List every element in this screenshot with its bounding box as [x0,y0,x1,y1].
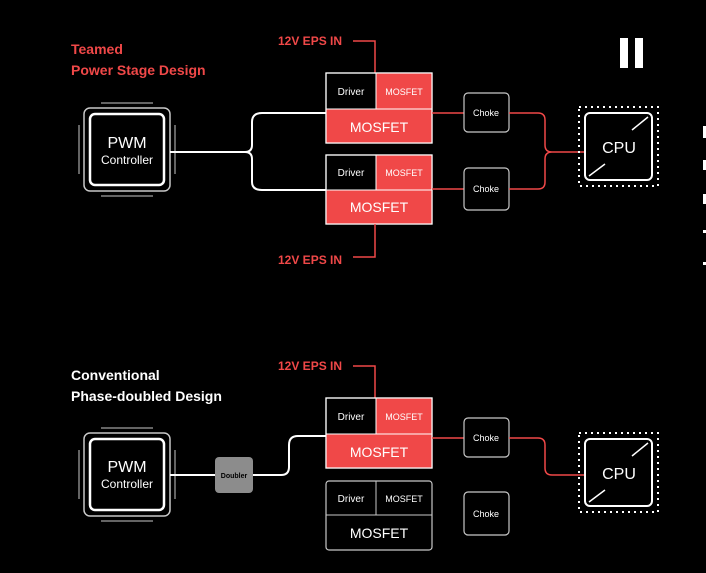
conventional-design: Conventional Phase-doubled Design PWM Co… [71,359,659,551]
cpu-chip: CPU [578,106,659,187]
pwm-to-stages-wire [170,112,326,191]
eps-label-top: 12V EPS IN [278,34,342,48]
choke-1: Choke [463,417,510,458]
power-stage-2: Driver MOSFET MOSFET [325,154,433,225]
controller-label: Controller [101,477,153,491]
power-stage-1: Driver MOSFET MOSFET [325,397,433,469]
driver-label: Driver [338,412,365,423]
cpu-label: CPU [602,140,636,157]
choke-to-cpu-wire [509,437,585,476]
eps-wire-top [353,40,376,73]
eps-label-bottom: 12V EPS IN [278,253,342,267]
doubler-to-stage-wire [253,435,326,476]
mosfet-label: MOSFET [350,119,409,135]
eps-label: 12V EPS IN [278,359,342,373]
teamed-title-line2: Power Stage Design [71,62,206,78]
mosfet-label: MOSFET [350,444,409,460]
mosfet-label: MOSFET [350,525,409,541]
driver-label: Driver [338,168,365,179]
pwm-label: PWM [107,459,146,476]
doubler-chip: Doubler [215,457,253,493]
pause-icon[interactable] [620,38,643,68]
choke-label: Choke [473,184,499,194]
choke-2: Choke [463,167,510,211]
clipped-edge-marks [703,126,706,265]
mosfet-small-label: MOSFET [385,412,423,422]
driver-label: Driver [338,87,365,98]
pwm-label: PWM [107,135,146,152]
power-stage-1: Driver MOSFET MOSFET [325,72,433,144]
choke-label: Choke [473,433,499,443]
driver-label: Driver [338,494,365,505]
mosfet-small-label: MOSFET [385,494,423,504]
chokes-to-cpu-wire [509,112,585,190]
conventional-title-line1: Conventional [71,367,160,383]
choke-label: Choke [473,108,499,118]
cpu-chip: CPU [578,432,659,513]
teamed-title-line1: Teamed [71,41,123,57]
mosfet-label: MOSFET [350,199,409,215]
teamed-design: Teamed Power Stage Design PWM Controller… [71,34,706,267]
conventional-title-line2: Phase-doubled Design [71,388,222,404]
eps-wire [353,365,376,398]
doubler-label: Doubler [221,473,248,480]
choke-2: Choke [463,491,510,536]
choke-1: Choke [463,92,510,133]
controller-label: Controller [101,153,153,167]
power-stage-2: Driver MOSFET MOSFET [325,480,433,551]
pwm-controller-chip: PWM Controller [78,427,176,522]
choke-label: Choke [473,509,499,519]
mosfet-small-label: MOSFET [385,168,423,178]
pwm-controller-chip: PWM Controller [78,102,176,197]
mosfet-small-label: MOSFET [385,87,423,97]
cpu-label: CPU [602,466,636,483]
eps-wire-bottom [353,224,376,258]
